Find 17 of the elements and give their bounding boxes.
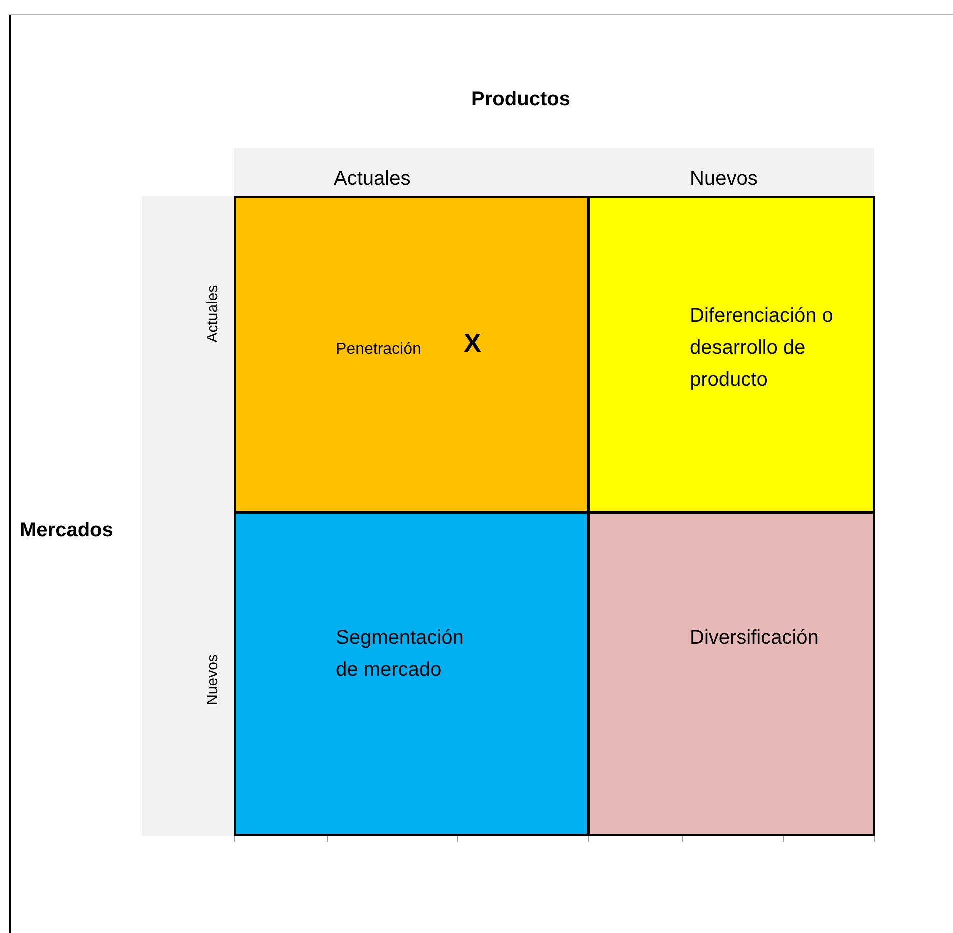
quadrant-label: Diversificación [690, 626, 820, 651]
quadrant-label: Diferenciación o desarrollo de producto [690, 304, 834, 393]
quadrant-box [234, 196, 589, 513]
header-band [142, 196, 234, 836]
axis-title: Mercados [20, 520, 114, 542]
quadrant-box [234, 512, 589, 836]
quadrant-label: Segmentación de mercado [336, 626, 465, 683]
column-header: Nuevos [690, 168, 758, 191]
column-header: Actuales [334, 168, 411, 191]
header-band [234, 148, 874, 196]
quadrant-box [588, 512, 875, 836]
row-header: Actuales [204, 285, 222, 343]
quadrant-box [588, 196, 875, 513]
row-header: Nuevos [204, 654, 222, 706]
axis-title: Productos [472, 88, 570, 112]
marker-label: X [464, 328, 482, 359]
quadrant-label: Penetración [336, 341, 422, 359]
